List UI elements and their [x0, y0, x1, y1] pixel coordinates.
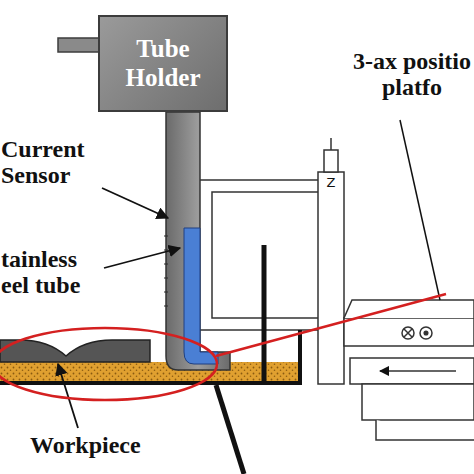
axis-label: Z [322, 176, 340, 190]
part-label: tainless eel tube [1, 246, 103, 299]
leader-line [400, 120, 440, 300]
electrolyte [0, 362, 298, 382]
workpiece [0, 340, 150, 362]
part-label: Workpiece [30, 432, 190, 458]
holder-box: Tube Holder [98, 15, 228, 112]
stainless-tube [166, 112, 230, 370]
sensor-coil [164, 236, 168, 306]
tank-wall [0, 330, 300, 383]
electrolyte-flow [184, 228, 218, 364]
leader-line [102, 188, 168, 218]
part-label: Current Sensor [1, 136, 101, 189]
highlight-ellipse [0, 328, 217, 400]
tank-leg [216, 385, 244, 474]
platform [198, 138, 474, 440]
tank-post [262, 245, 267, 382]
holder-arm [58, 38, 100, 52]
part-label: 3-ax positio platfo [352, 48, 472, 101]
leader-line [104, 248, 180, 268]
node-title: Tube Holder [104, 35, 222, 93]
highlight-line [216, 294, 446, 356]
